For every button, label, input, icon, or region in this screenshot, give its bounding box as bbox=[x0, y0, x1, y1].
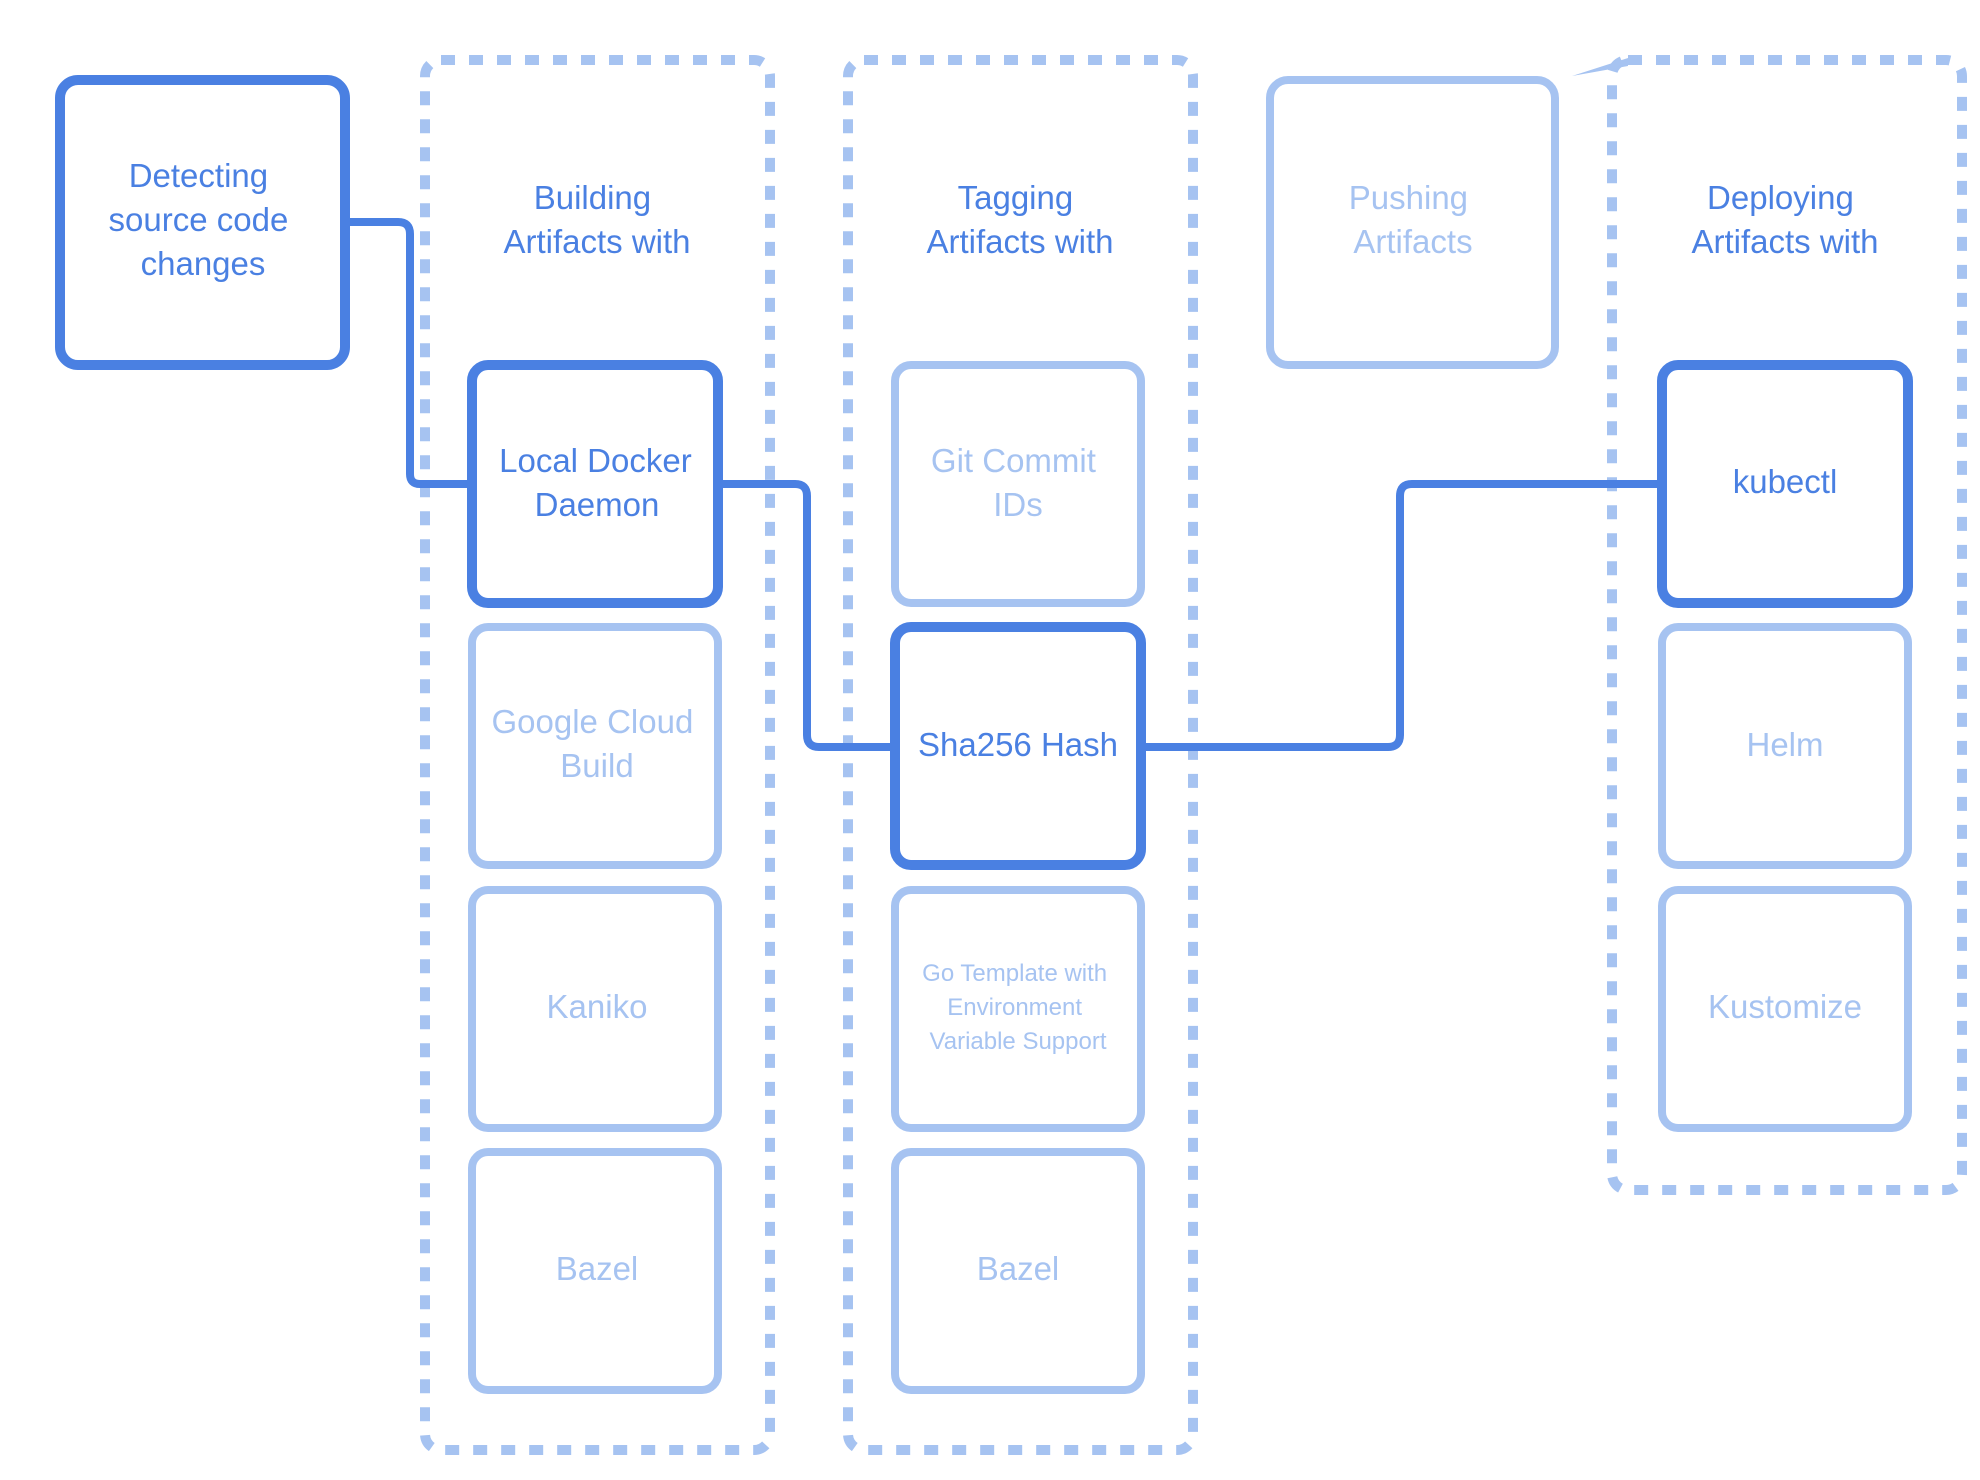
building-title-line-1: Building bbox=[534, 179, 651, 216]
deploying-item-box bbox=[1658, 886, 1912, 1132]
building-item-box bbox=[468, 1148, 722, 1394]
building-item-bazel: Bazel bbox=[468, 1148, 722, 1394]
deploying-title-line-1: Deploying bbox=[1707, 179, 1854, 216]
tagging-title-line-2: Artifacts with bbox=[926, 223, 1113, 260]
deploying-item-box bbox=[1657, 360, 1913, 608]
svg-text:Bazel: Bazel bbox=[556, 1250, 639, 1287]
tagging-item-go-template: Go Template with Environment Variable Su… bbox=[891, 886, 1145, 1132]
building-group: Building Artifacts with Local Docker Dae… bbox=[467, 179, 723, 1394]
building-item-google-cloud-build: Google Cloud Build bbox=[468, 623, 722, 869]
building-item-label: Daemon bbox=[535, 486, 660, 523]
svg-text:Kustomize: Kustomize bbox=[1708, 988, 1862, 1025]
tagging-item-label: IDs bbox=[993, 486, 1043, 523]
detecting-label-line-1: Detecting bbox=[129, 157, 268, 194]
deploying-group-container bbox=[1607, 55, 1967, 1195]
tagging-item-bazel: Bazel bbox=[891, 1148, 1145, 1394]
connector-docker-to-sha256 bbox=[718, 480, 895, 751]
svg-text:Kaniko: Kaniko bbox=[547, 988, 648, 1025]
deploying-title-line-2: Artifacts with bbox=[1691, 223, 1878, 260]
svg-text:Detecting source code: Detecting source code changes bbox=[109, 157, 298, 282]
svg-text:Building Artifacts with: Building Artifacts with bbox=[503, 179, 690, 260]
svg-text:Pushing Artifacts: Pushing Artifacts bbox=[1349, 179, 1477, 260]
building-item-label: Build bbox=[560, 747, 633, 784]
svg-text:Google Cloud Build: Google Cloud Build bbox=[492, 703, 703, 784]
svg-text:Sha256 Hash: Sha256 Hash bbox=[918, 726, 1118, 763]
pushing-box bbox=[1266, 76, 1559, 369]
building-item-label: Local Docker bbox=[499, 442, 692, 479]
detecting-label-line-3: changes bbox=[141, 245, 266, 282]
deploying-item-kustomize: Kustomize bbox=[1658, 886, 1912, 1132]
tagging-item-label: Git Commit bbox=[931, 442, 1096, 479]
deploying-item-label: Kustomize bbox=[1708, 988, 1862, 1025]
tagging-item-label: Go Template with bbox=[922, 960, 1107, 987]
svg-text:Helm: Helm bbox=[1746, 726, 1823, 763]
svg-text:Tagging Artifacts with: Tagging Artifacts with bbox=[926, 179, 1113, 260]
tagging-item-label: Sha256 Hash bbox=[918, 726, 1118, 763]
tagging-item-box bbox=[891, 886, 1145, 1132]
building-title-line-2: Artifacts with bbox=[503, 223, 690, 260]
tagging-title-line-1: Tagging bbox=[958, 179, 1074, 216]
building-item-local-docker-daemon: Local Docker Daemon bbox=[467, 360, 723, 608]
building-item-label: Google Cloud bbox=[492, 703, 694, 740]
connector-detecting-to-docker bbox=[345, 218, 472, 488]
svg-text:Bazel: Bazel bbox=[977, 1250, 1060, 1287]
detecting-label-line-2: source code bbox=[109, 201, 289, 238]
svg-text:Local Docker Daemon: Local Docker Daemon bbox=[499, 442, 701, 523]
tagging-item-label: Variable Support bbox=[930, 1028, 1107, 1055]
detecting-box bbox=[55, 75, 350, 370]
building-group-container bbox=[420, 55, 775, 1455]
deploying-item-label: Helm bbox=[1746, 726, 1823, 763]
svg-text:Go Template with Envir: Go Template with Environment Variable Su… bbox=[922, 960, 1114, 1055]
building-item-label: Kaniko bbox=[547, 988, 648, 1025]
tagging-item-box bbox=[890, 622, 1146, 870]
tagging-item-git-commit-ids: Git Commit IDs bbox=[891, 361, 1145, 607]
deploying-item-kubectl: kubectl bbox=[1657, 360, 1913, 608]
tagging-item-label: Environment bbox=[947, 994, 1082, 1021]
deploying-item-label: kubectl bbox=[1733, 463, 1838, 500]
deploying-group-corner-notch bbox=[1572, 58, 1628, 76]
tagging-group-container bbox=[843, 55, 1198, 1455]
building-item-box bbox=[467, 360, 723, 608]
building-item-label: Bazel bbox=[556, 1250, 639, 1287]
svg-text:Deploying Artifacts with: Deploying Artifacts with bbox=[1691, 179, 1878, 260]
svg-text:kubectl: kubectl bbox=[1733, 463, 1838, 500]
connector-sha256-to-kubectl bbox=[1141, 480, 1662, 751]
connectors bbox=[345, 218, 1662, 751]
svg-text:Git Commit IDs: Git Commit IDs bbox=[931, 442, 1105, 523]
node-pushing: Pushing Artifacts bbox=[1266, 76, 1559, 369]
building-item-box bbox=[468, 886, 722, 1132]
tagging-item-box bbox=[891, 1148, 1145, 1394]
tagging-item-label: Bazel bbox=[977, 1250, 1060, 1287]
deploying-group: Deploying Artifacts with kubectl Helm Ku… bbox=[1657, 179, 1913, 1132]
pushing-label-line-1: Pushing bbox=[1349, 179, 1468, 216]
tagging-item-box bbox=[891, 361, 1145, 607]
deploying-item-helm: Helm bbox=[1658, 623, 1912, 869]
deploying-item-box bbox=[1658, 623, 1912, 869]
tagging-item-sha256-hash: Sha256 Hash bbox=[890, 622, 1146, 870]
tagging-group: Tagging Artifacts with Git Commit IDs Sh… bbox=[890, 179, 1146, 1394]
node-detecting: Detecting source code changes bbox=[55, 75, 350, 370]
pushing-label-line-2: Artifacts bbox=[1353, 223, 1472, 260]
building-item-box bbox=[468, 623, 722, 869]
building-item-kaniko: Kaniko bbox=[468, 886, 722, 1132]
